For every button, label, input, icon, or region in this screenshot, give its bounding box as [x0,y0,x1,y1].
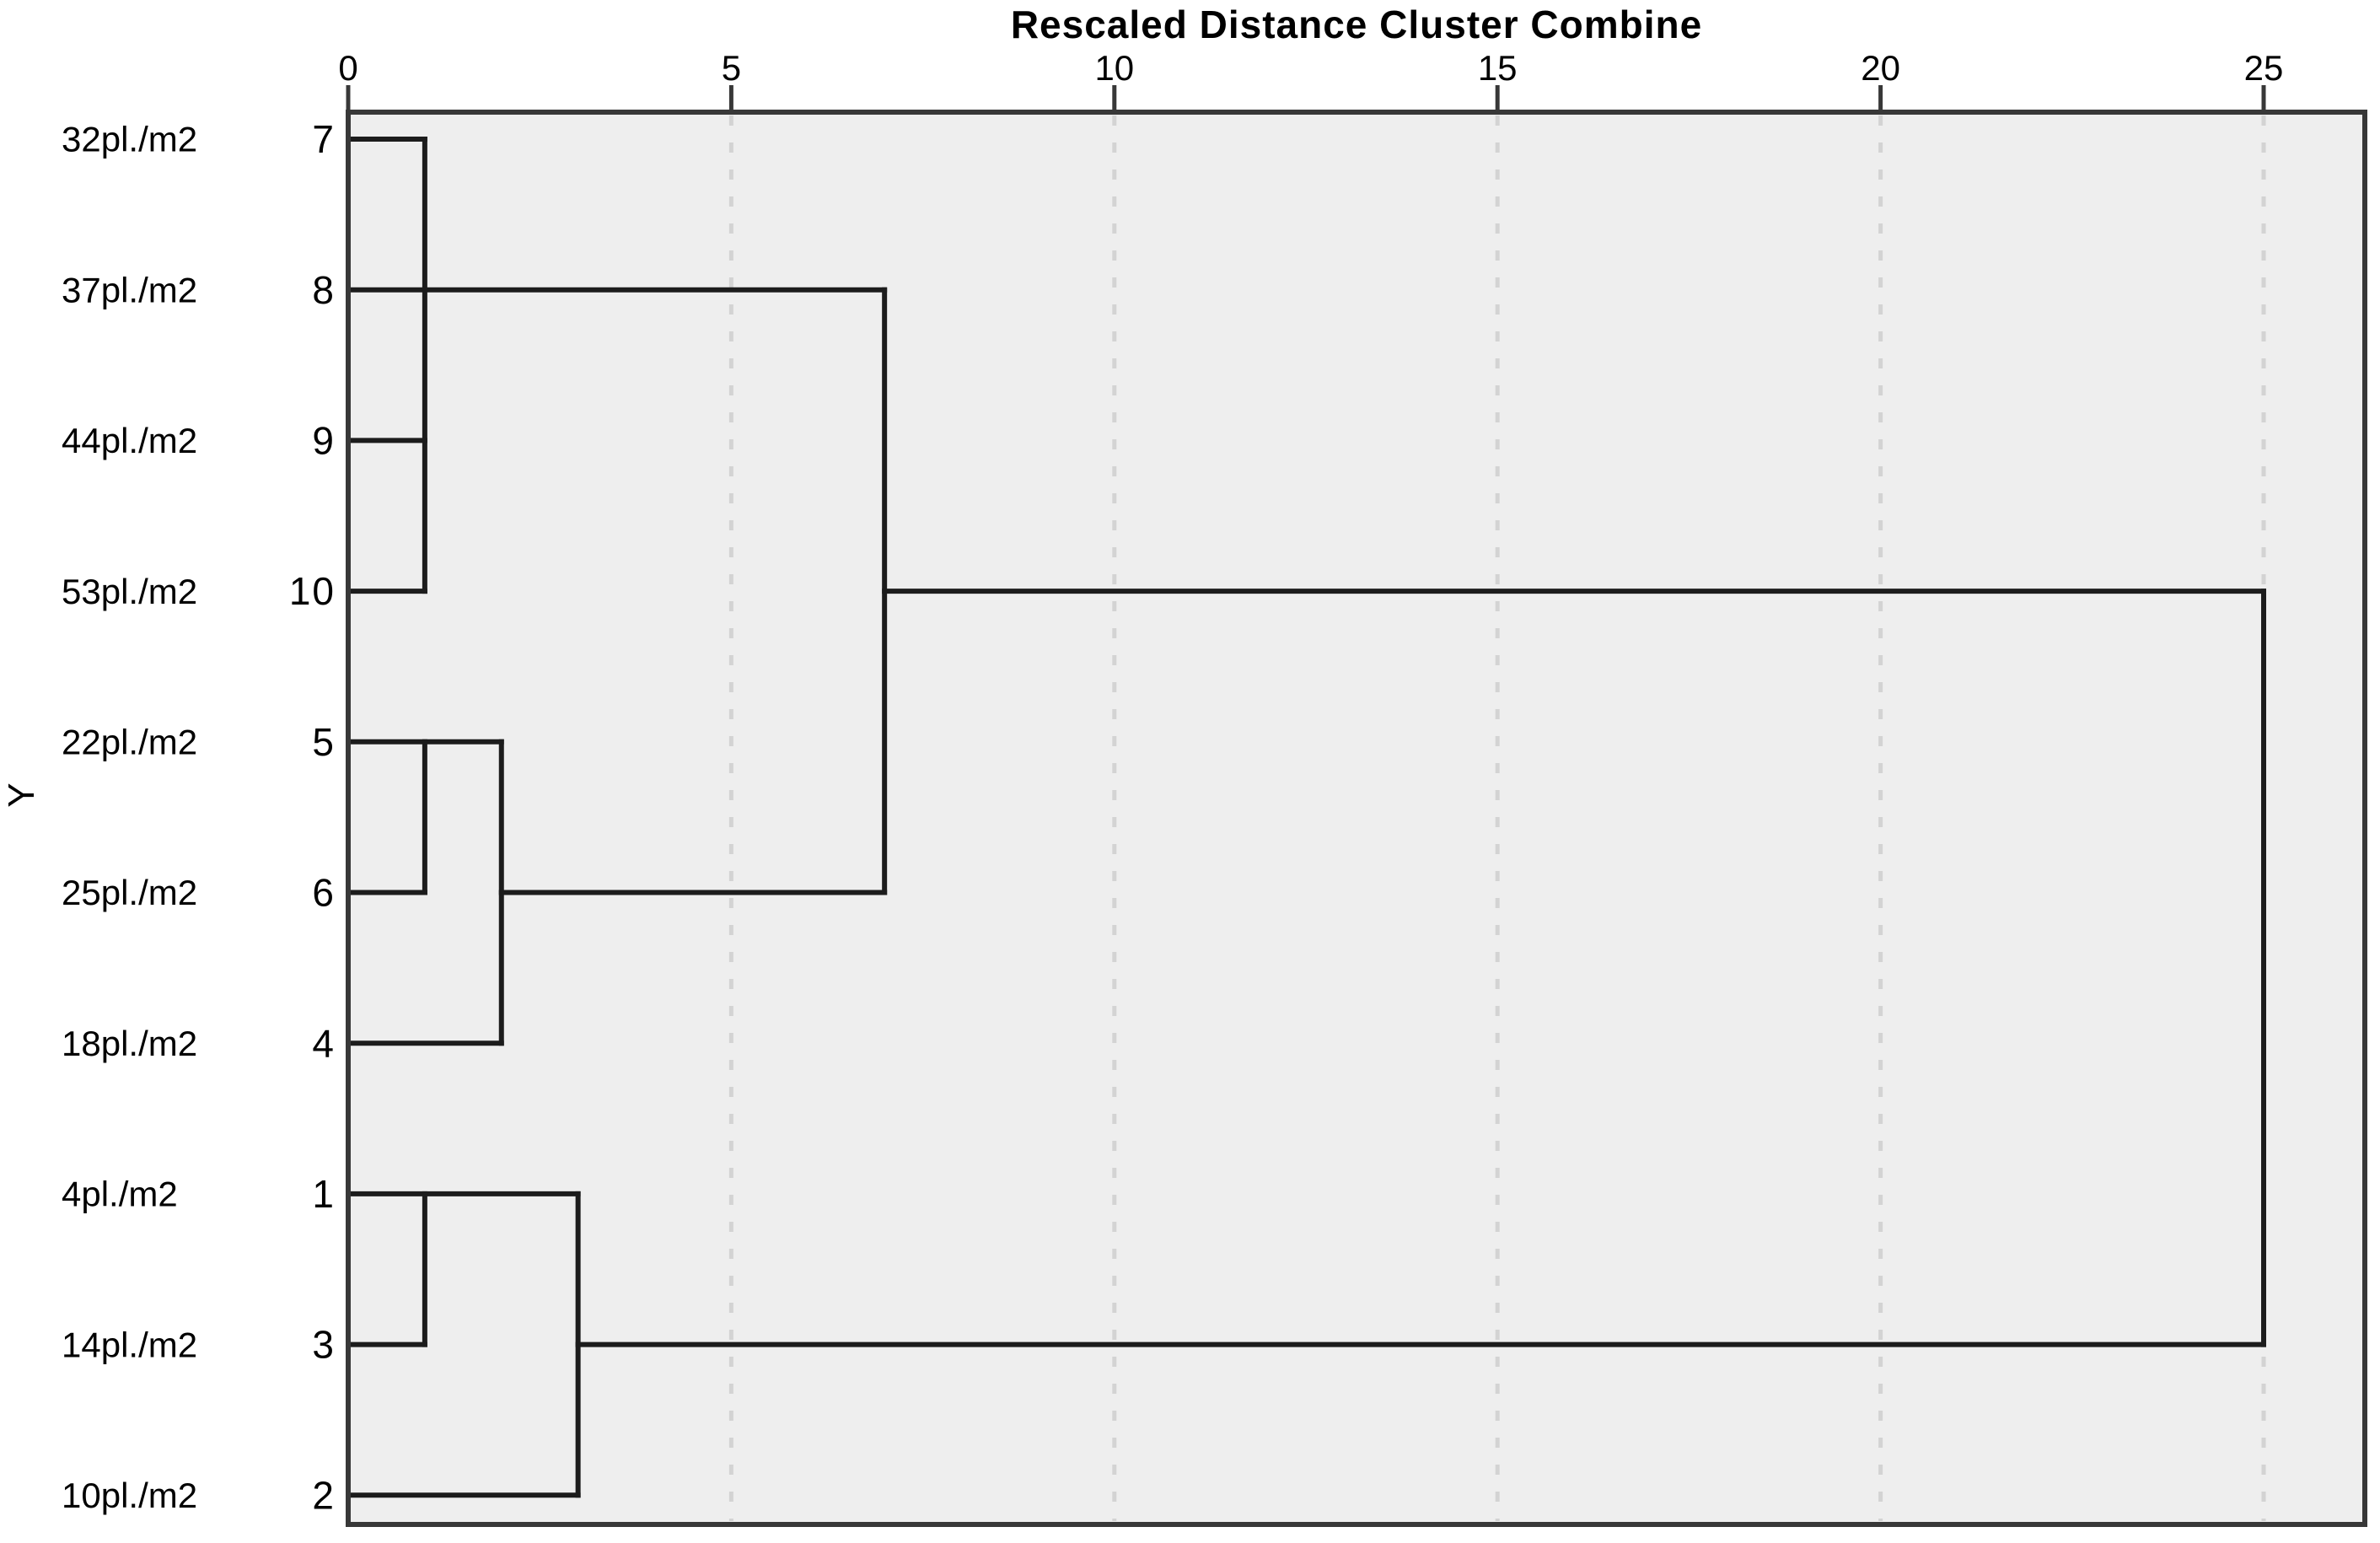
tick-label: 10 [1094,48,1134,88]
plot-border [346,110,2367,1527]
row-label: 18pl./m2 [62,1024,197,1063]
row-label: 53pl./m2 [62,572,197,611]
tick-label: 0 [338,48,357,88]
row-label: 25pl./m2 [62,873,197,912]
tick-label: 20 [1861,48,1900,88]
y-axis-label: Y [1,782,42,808]
case-number-label: 1 [312,1172,336,1216]
tick-label: 5 [722,48,741,88]
plot-background [348,112,2365,1524]
dendrogram-lines [346,137,2266,1498]
case-number-label: 3 [312,1323,336,1367]
case-number-label: 7 [312,117,336,161]
row-label: 32pl./m2 [62,120,197,159]
chart-title: Rescaled Distance Cluster Combine [1010,3,1703,46]
row-label: 44pl./m2 [62,421,197,460]
row-label: 14pl./m2 [62,1325,197,1364]
tick-label: 25 [2244,48,2284,88]
case-number-label: 4 [312,1021,336,1065]
case-number-label: 8 [312,268,336,312]
case-number-label: 2 [312,1473,336,1517]
case-number-label: 5 [312,720,336,764]
row-label: 22pl./m2 [62,723,197,762]
case-number-label: 10 [289,569,336,613]
x-axis-ticks: 0 5 10 15 20 25 [338,48,2283,113]
row-label: 4pl./m2 [62,1175,178,1214]
row-label: 37pl./m2 [62,270,197,309]
case-number-label: 9 [312,419,336,463]
row-label: 10pl./m2 [62,1476,197,1515]
case-number-label: 6 [312,871,336,915]
tick-label: 15 [1478,48,1518,88]
